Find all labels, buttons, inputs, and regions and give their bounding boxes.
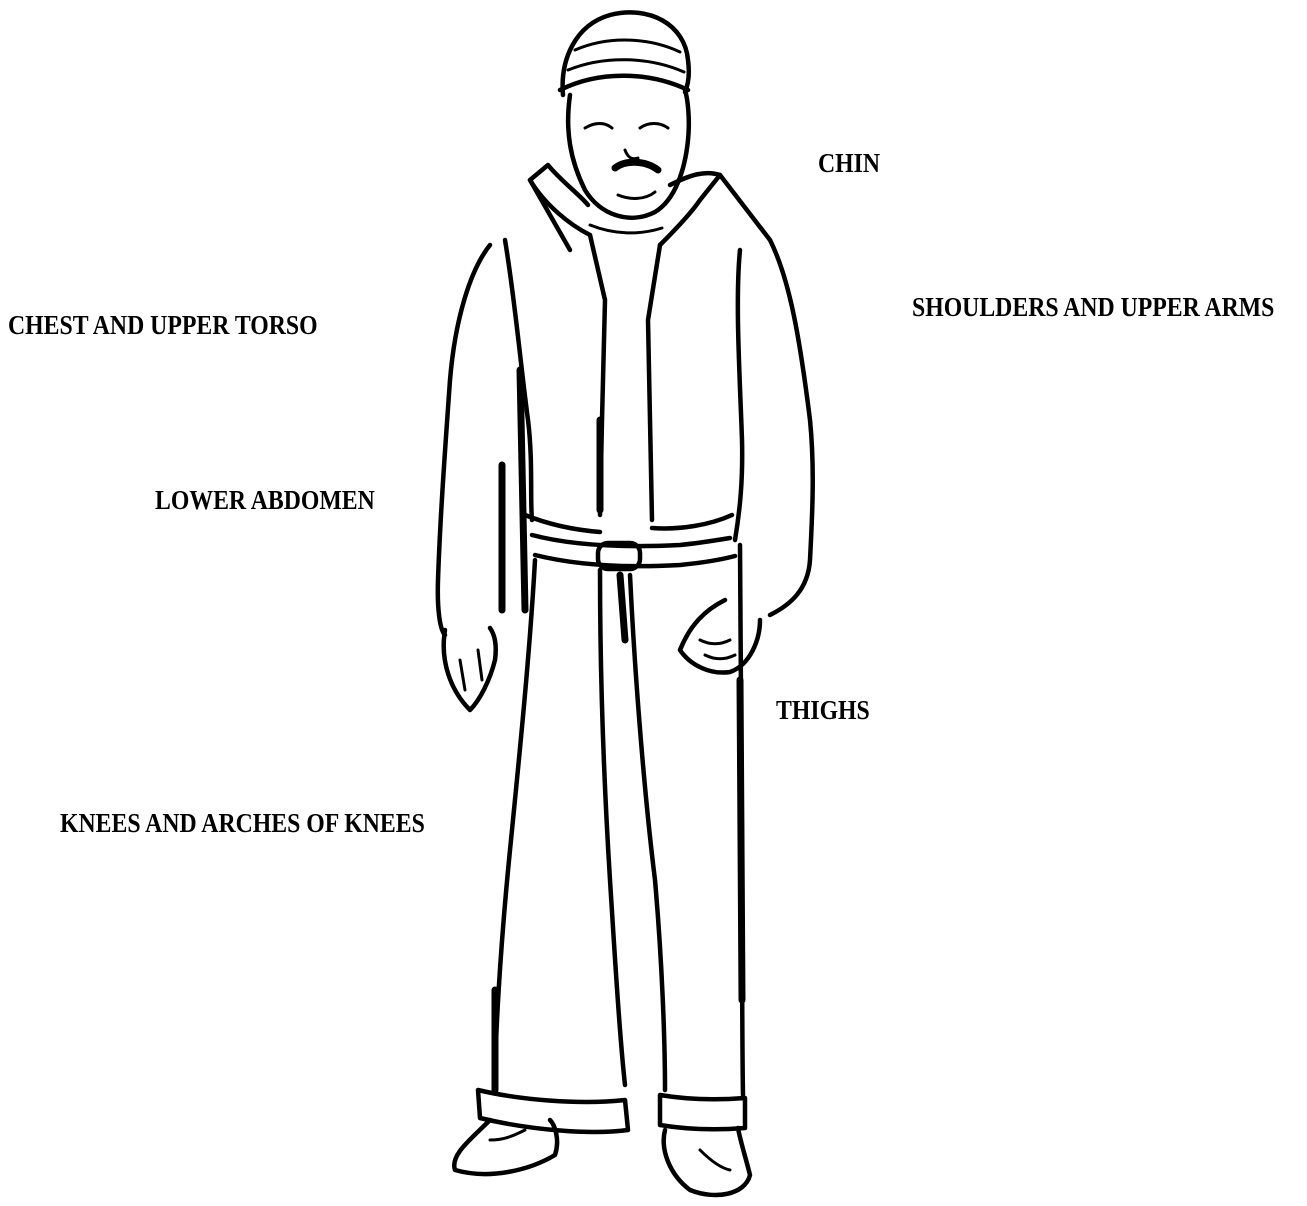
left-hand	[444, 628, 496, 710]
label-chest-and-upper-torso: CHEST AND UPPER TORSO	[8, 312, 318, 339]
jacket	[438, 235, 813, 635]
collar	[530, 165, 770, 250]
right-shoe	[664, 1128, 750, 1195]
right-hand	[680, 600, 760, 673]
legs	[478, 545, 745, 1132]
label-chin: CHIN	[818, 150, 880, 177]
head	[568, 90, 689, 218]
label-thighs: THIGHS	[776, 697, 870, 724]
label-knees-and-arches-of-knees: KNEES AND ARCHES OF KNEES	[60, 810, 425, 837]
belt	[532, 535, 735, 569]
cap	[560, 12, 689, 95]
label-lower-abdomen: LOWER ABDOMEN	[155, 487, 375, 514]
label-shoulders-and-upper-arms: SHOULDERS AND UPPER ARMS	[912, 294, 1274, 321]
